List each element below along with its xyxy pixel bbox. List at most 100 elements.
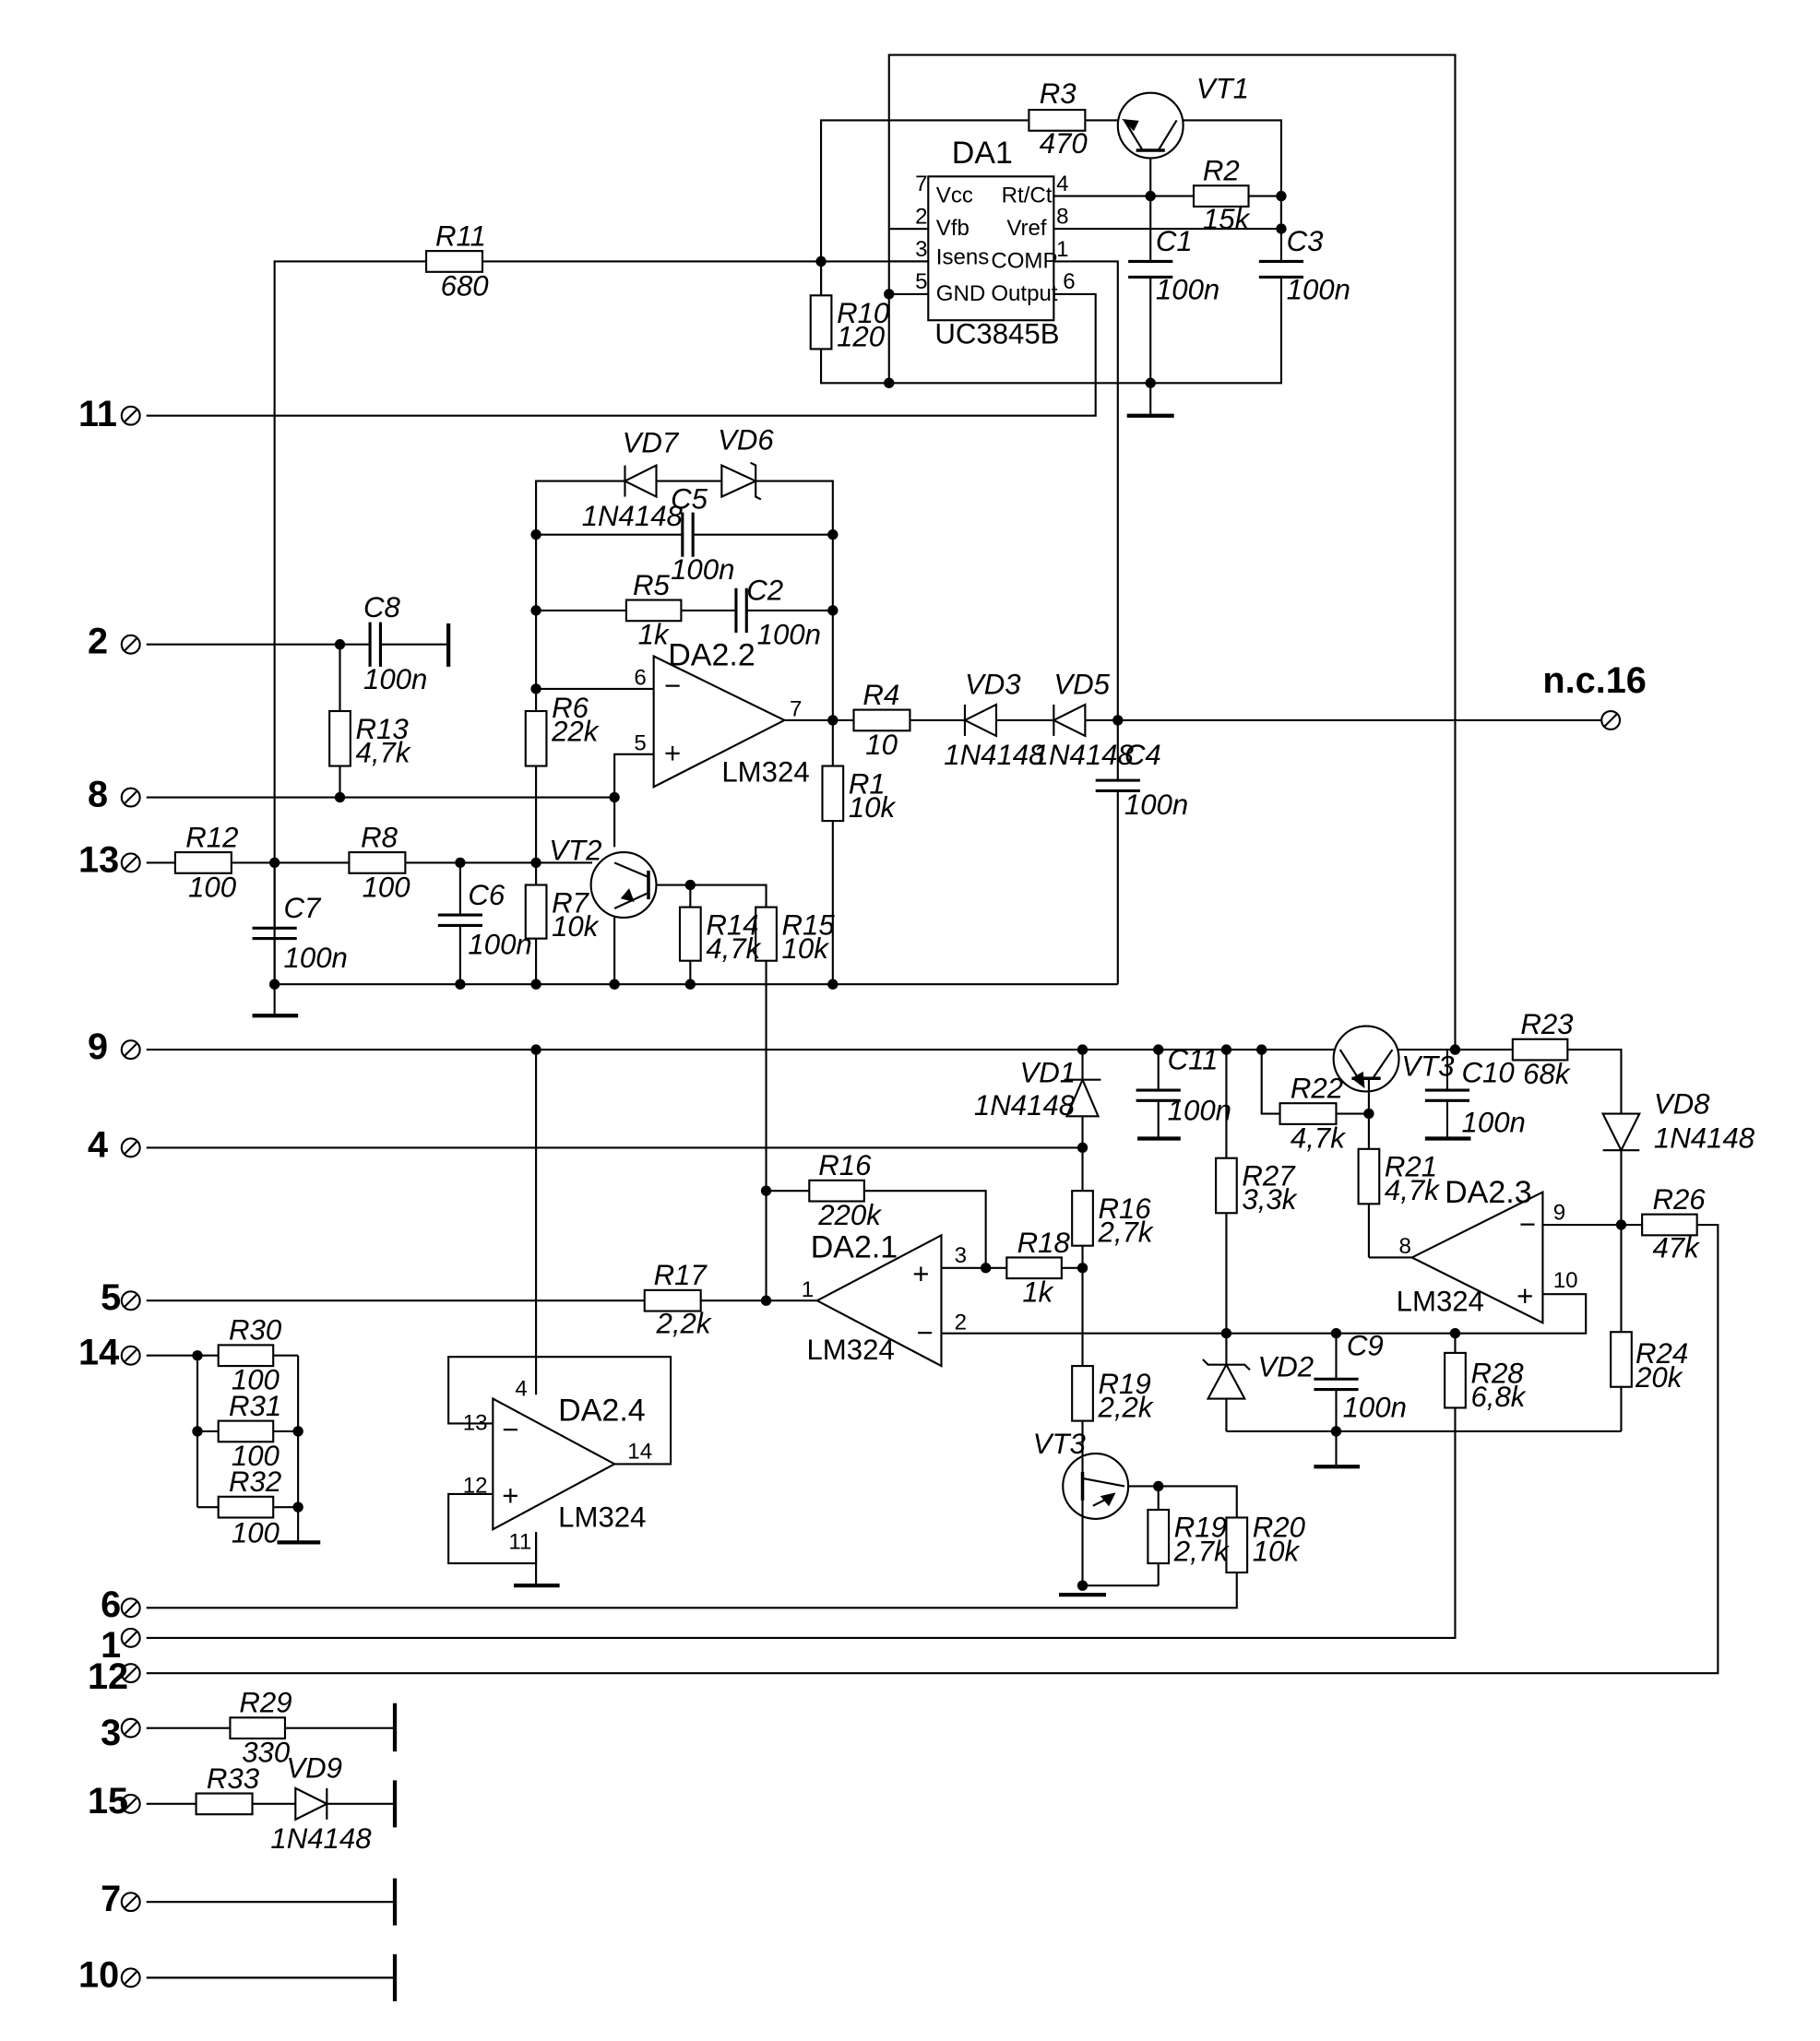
terminal-label: 2 (88, 622, 108, 662)
terminal-3 (120, 1717, 141, 1738)
resistor-value: 15k (1203, 203, 1251, 235)
opamp-minus-sign: − (664, 670, 681, 702)
resistor-bodies (173, 108, 1698, 1816)
transistor-label: VT3 (1401, 1050, 1455, 1082)
terminal-15 (120, 1793, 141, 1814)
diode-value: 1N4148 (582, 500, 684, 532)
pin-number: 10 (1553, 1268, 1578, 1293)
opamp-minus-sign: − (917, 1317, 934, 1349)
pin-name: Vcc (936, 184, 973, 208)
resistor-value: 10k (849, 791, 897, 824)
opamp-minus-sign: − (1519, 1208, 1536, 1240)
resistor-value: 4,7k (1385, 1174, 1440, 1206)
resistor-r31 (217, 1419, 275, 1443)
capacitor-c10 (1424, 1088, 1470, 1102)
pin-number: 3 (955, 1243, 967, 1268)
capacitor-label: C6 (468, 879, 506, 911)
resistor-r22 (1279, 1102, 1338, 1125)
resistor-r11 (424, 250, 484, 273)
terminal-1 (120, 1627, 141, 1648)
resistor-r28 (1444, 1351, 1467, 1409)
diode-vd2 (1202, 1359, 1251, 1400)
opamp-da2-2 (652, 654, 787, 789)
resistor-label: R28 (1470, 1358, 1524, 1390)
pin-name: Rt/Ct (1002, 184, 1053, 208)
capacitor-label: C10 (1462, 1057, 1516, 1089)
resistor-value: 220k (817, 1199, 882, 1231)
capacitor-value: 100n (468, 929, 531, 961)
resistor-label: R30 (229, 1314, 282, 1347)
resistor-r33 (195, 1792, 254, 1816)
capacitor-value: 100n (1168, 1095, 1231, 1127)
wiring (146, 53, 1719, 1979)
ic-name: DA1 (952, 136, 1013, 171)
pin-number: 2 (915, 204, 927, 229)
capacitor-c8 (368, 622, 382, 667)
capacitor-label: C1 (1156, 225, 1193, 257)
capacitor-c11 (1136, 1088, 1181, 1102)
pin-name: Isens (936, 244, 990, 269)
resistor-r16a (808, 1179, 865, 1203)
diode-value: 1N4148 (1654, 1121, 1755, 1154)
resistor-value: 120 (837, 321, 886, 353)
capacitor-c7 (252, 926, 297, 941)
resistor-r12 (173, 851, 232, 874)
resistor-r3 (1028, 108, 1087, 132)
resistor-label: R21 (1385, 1151, 1437, 1183)
resistor-label: R19 (1174, 1512, 1227, 1544)
capacitor-label: C4 (1124, 739, 1161, 771)
pin-number: 1 (802, 1277, 814, 1302)
resistor-label: R16 (1099, 1193, 1152, 1225)
resistor-r29 (229, 1716, 287, 1740)
capacitor-label: C8 (363, 591, 401, 623)
resistor-r2 (1192, 184, 1250, 208)
pin-number: 8 (1399, 1234, 1411, 1259)
diode-vd5 (1051, 703, 1087, 738)
resistor-value: 68k (1523, 1058, 1571, 1090)
diode-value: 1N4148 (944, 739, 1045, 771)
transistor-label: VT2 (549, 835, 601, 867)
terminal-label: 12 (88, 1656, 128, 1697)
resistor-value: 10k (552, 910, 600, 943)
capacitor-c3 (1258, 259, 1304, 279)
resistor-label: R26 (1652, 1183, 1706, 1216)
resistor-r18 (1005, 1256, 1063, 1280)
pin-number: 12 (463, 1474, 488, 1499)
pin-name: COMP (991, 249, 1057, 274)
resistor-label: R12 (185, 821, 238, 853)
resistor-r17 (643, 1288, 702, 1312)
terminal-label: 9 (88, 1026, 108, 1067)
resistor-label: R1 (849, 767, 886, 800)
resistor-label: R32 (229, 1465, 281, 1498)
pin-number: 11 (508, 1530, 531, 1555)
diode-vd3 (962, 703, 998, 738)
transistor-label: VT3 (1033, 1428, 1087, 1460)
capacitor-value: 100n (1287, 274, 1350, 306)
resistor-label: R15 (782, 908, 836, 941)
resistor-label: R6 (552, 692, 589, 724)
resistor-r19a (1071, 1365, 1094, 1422)
resistor-value: 6,8k (1470, 1381, 1526, 1413)
opamp-da2-1 (815, 1233, 943, 1368)
diode-label: VD7 (623, 426, 680, 458)
terminal-nc16 (1600, 709, 1622, 730)
resistor-r5 (625, 599, 683, 623)
diode-value: 1N4148 (270, 1822, 372, 1855)
resistor-r13 (328, 709, 351, 767)
capacitor-label: C11 (1168, 1043, 1219, 1075)
resistor-label: R11 (435, 220, 486, 252)
resistor-r8 (348, 851, 407, 874)
terminal-8 (120, 787, 141, 808)
resistor-r20 (1225, 1516, 1249, 1574)
pin-number: 7 (915, 172, 927, 196)
resistor-r7 (524, 884, 548, 940)
diode-vd7 (623, 463, 658, 499)
terminal-label: 5 (101, 1277, 121, 1318)
terminal-6 (120, 1597, 141, 1619)
terminal-label: 3 (101, 1713, 121, 1753)
resistor-r27 (1215, 1157, 1238, 1215)
terminal-label: 4 (88, 1124, 108, 1165)
pin-number: 4 (515, 1377, 527, 1402)
diode-label: VD2 (1257, 1350, 1314, 1382)
capacitor-value: 100n (671, 553, 734, 586)
